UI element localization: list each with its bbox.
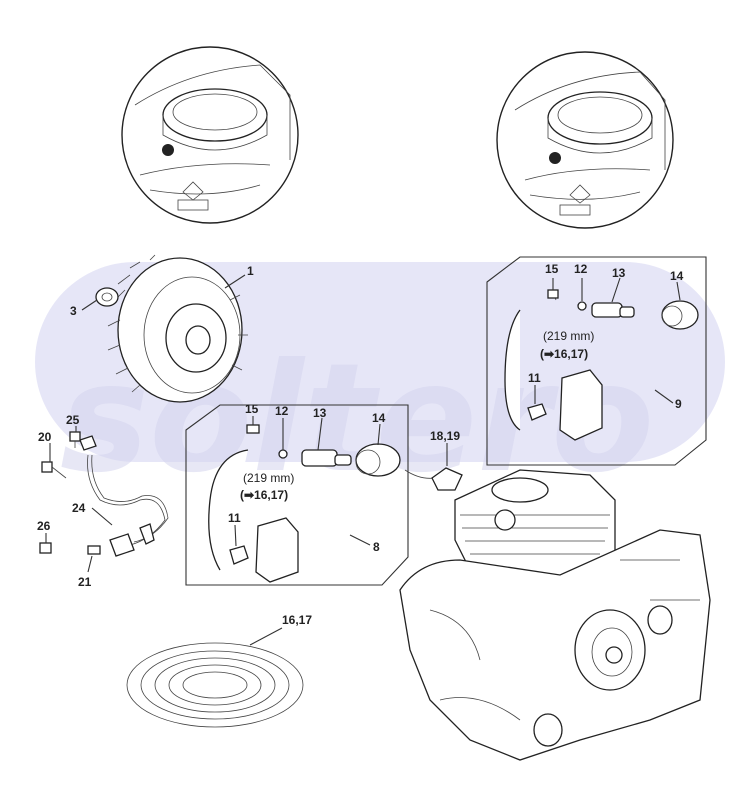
cable-coil (126, 642, 304, 728)
callout-14-lower: 14 (372, 411, 386, 425)
callout-1: 1 (247, 264, 254, 278)
flywheel (107, 254, 248, 403)
callout-15-upper: 15 (545, 262, 559, 276)
screw-25 (69, 431, 81, 448)
spark-plug-boot (404, 467, 463, 491)
callout-3: 3 (70, 304, 77, 318)
callout-12-upper: 12 (574, 262, 588, 276)
callout-11-upper: 11 (528, 371, 541, 385)
detail-view-right (496, 51, 674, 229)
ref-note-upper: (➡16,17) (540, 347, 588, 361)
callout-20: 20 (38, 430, 52, 444)
callout-12-lower: 12 (275, 404, 289, 418)
callout-18-19: 18,19 (430, 429, 460, 443)
length-note-lower: (219 mm) (243, 471, 294, 485)
callout-labels: 1 3 15 12 13 14 (219 mm) (➡16,17) 11 9 1… (37, 262, 684, 627)
callout-25: 25 (66, 413, 80, 427)
callout-11-lower: 11 (228, 511, 241, 525)
wiring-harness (79, 435, 169, 557)
callout-9: 9 (675, 397, 682, 411)
callout-16-17: 16,17 (282, 613, 312, 627)
nut (95, 287, 119, 307)
ref-note-lower: (➡16,17) (240, 488, 288, 502)
leader-lines (45, 274, 681, 646)
screw-20 (41, 461, 67, 479)
screw-26 (39, 542, 52, 554)
detail-view-left (121, 46, 299, 224)
callout-8: 8 (373, 540, 380, 554)
engine-crankcase (399, 469, 711, 761)
callout-13-upper: 13 (612, 266, 626, 280)
callout-13-lower: 13 (313, 406, 327, 420)
callout-26: 26 (37, 519, 51, 533)
callout-24: 24 (72, 501, 86, 515)
ignition-module-kit-9 (486, 256, 707, 466)
length-note-upper: (219 mm) (543, 329, 594, 343)
callout-15-lower: 15 (245, 402, 259, 416)
callout-14-upper: 14 (670, 269, 684, 283)
callout-21: 21 (78, 575, 92, 589)
